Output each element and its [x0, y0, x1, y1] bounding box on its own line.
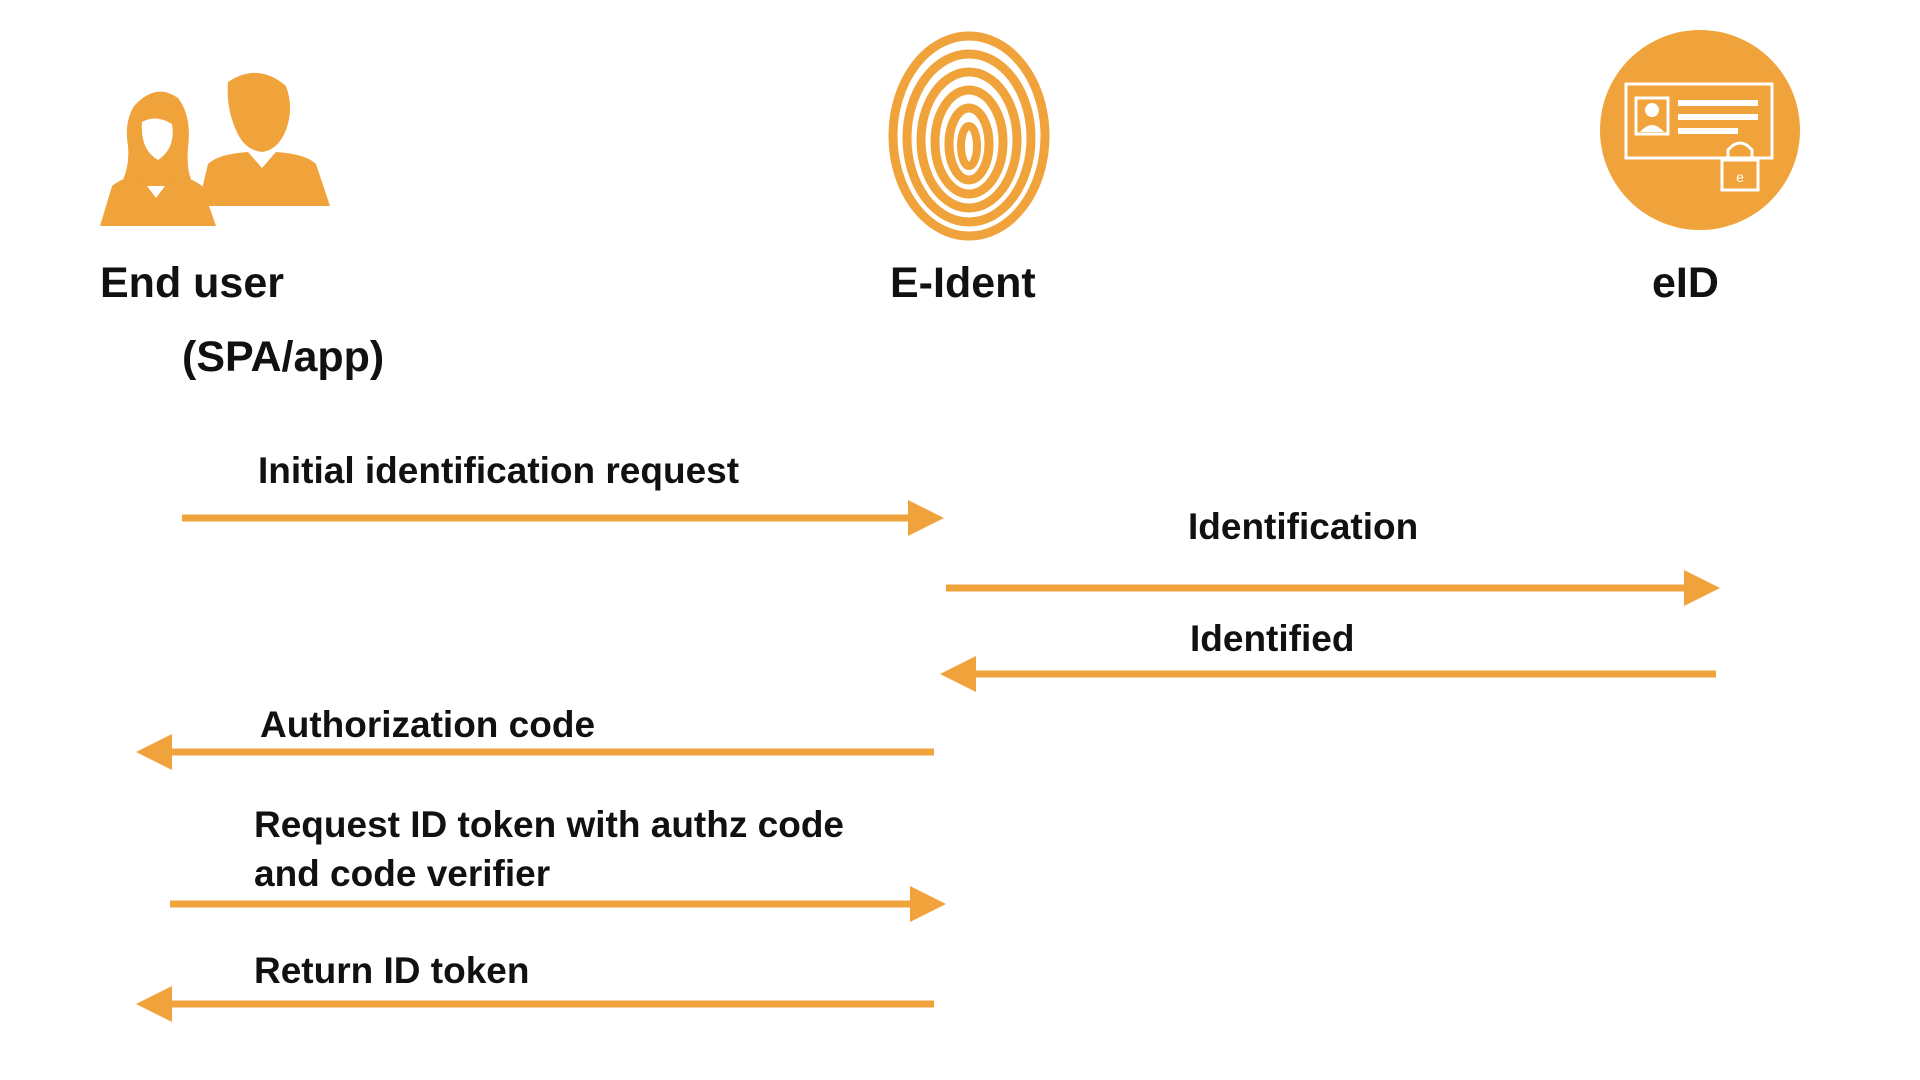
fingerprint-icon: [888, 31, 1050, 241]
users-icon: [100, 72, 330, 226]
message-label-request-id-token-line2: and code verifier: [254, 853, 551, 894]
message-label-initial-request: Initial identification request: [258, 450, 740, 491]
id-card-lock-icon: e: [1600, 30, 1800, 230]
message-label-return-id-token: Return ID token: [254, 950, 530, 991]
message-label-authorization-code: Authorization code: [260, 704, 596, 745]
actor-end-user-sublabel: (SPA/app): [182, 333, 385, 381]
message-label-identification: Identification: [1188, 506, 1419, 547]
message-label-identified: Identified: [1190, 618, 1355, 659]
svg-text:e: e: [1736, 169, 1744, 185]
actor-eid-label: eID: [1652, 259, 1719, 307]
actor-e-ident-label: E-Ident: [890, 259, 1036, 307]
actor-end-user-label: End user: [100, 259, 284, 307]
message-label-request-id-token-line1: Request ID token with authz code: [254, 804, 844, 845]
